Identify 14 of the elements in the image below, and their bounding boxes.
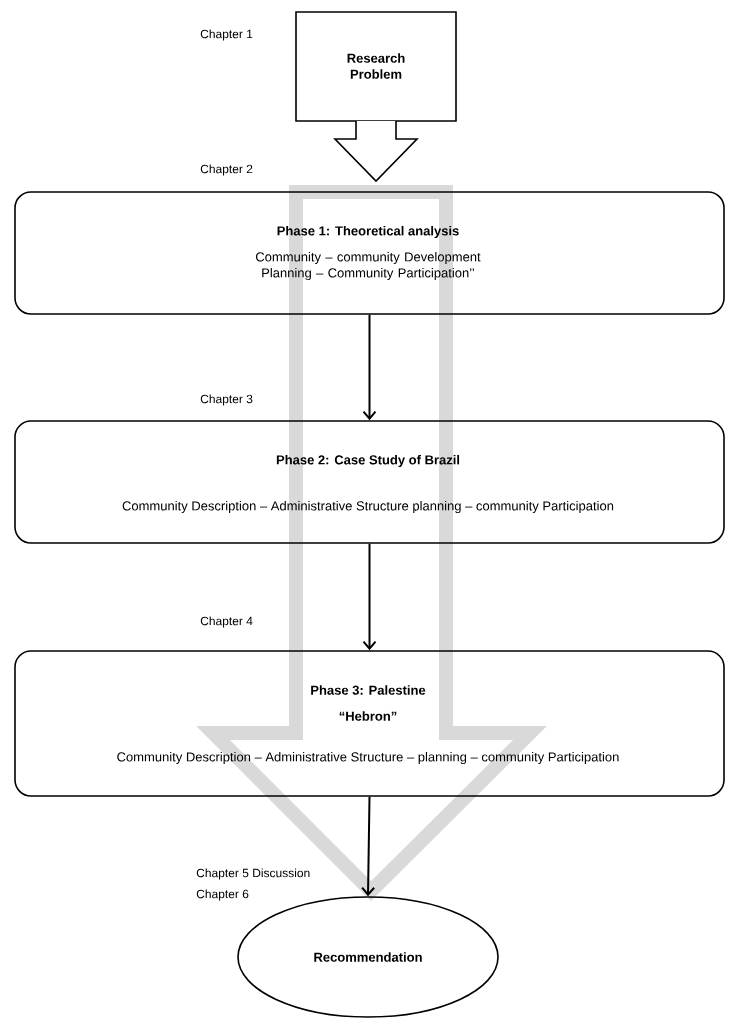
outline-arrow	[196, 185, 547, 901]
arrow	[361, 795, 376, 897]
chapter-label: Chapter 4	[200, 616, 253, 628]
chapter-label: Chapter 5 Discussion	[196, 868, 310, 880]
block-arrow	[333, 120, 419, 183]
arrow	[362, 313, 377, 421]
arrow	[362, 542, 377, 651]
phase-box: Phase 3: Palestine “Hebron” Community Description – Administrative Structure – planning – community Participation	[14, 650, 725, 797]
problem-box: Research Problem	[295, 11, 457, 122]
chapter-label: Chapter 3	[200, 394, 253, 406]
phase-box: Phase 1: Theoretical analysis Community – community Development Planning – Community Participation’’	[14, 191, 725, 315]
chapter-label: Chapter 2	[200, 164, 253, 176]
phase-box: Phase 2: Case Study of Brazil Community Description – Administrative Structure planning – community Participation	[14, 420, 725, 544]
chapter-label: Chapter 1	[200, 29, 253, 41]
